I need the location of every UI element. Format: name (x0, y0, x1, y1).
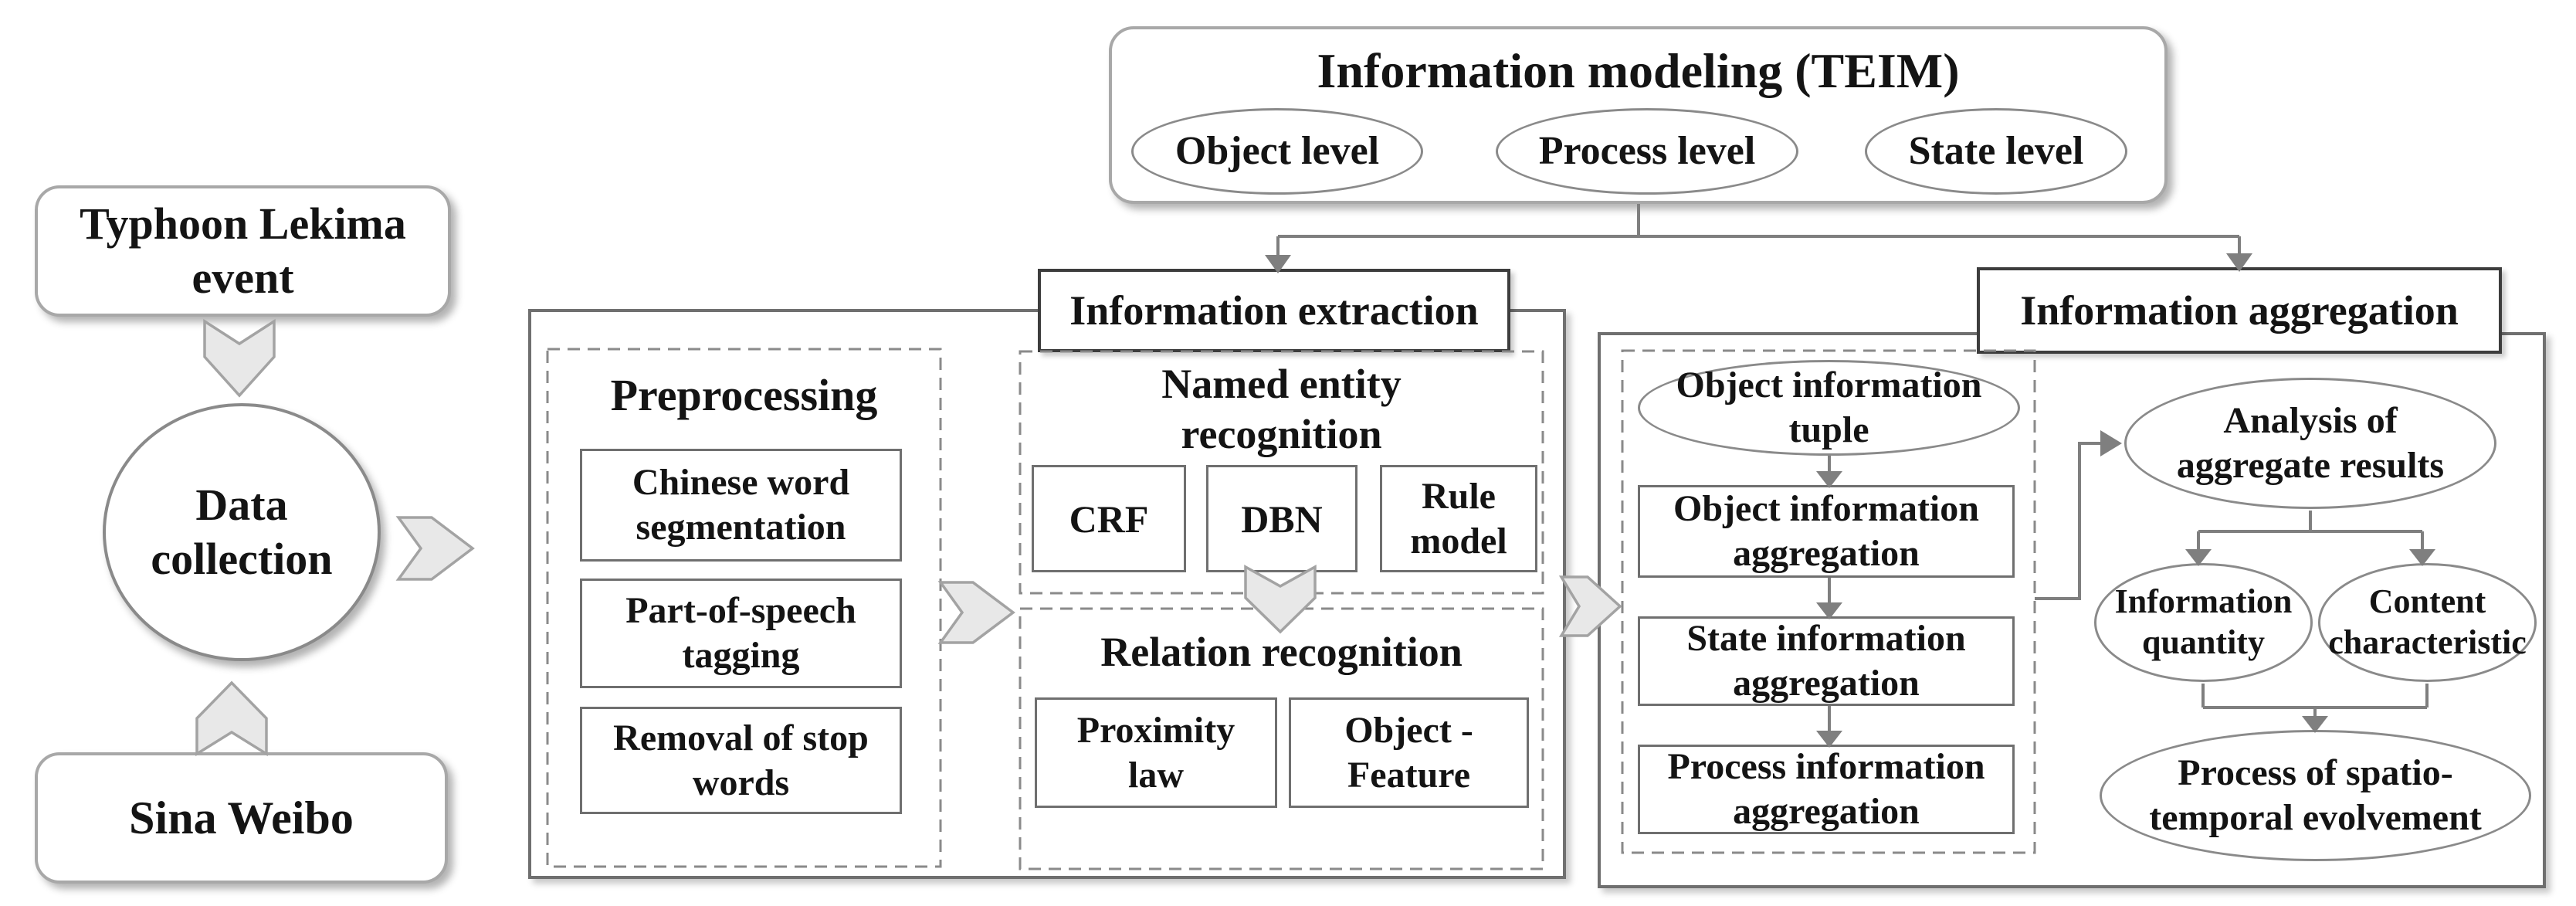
proximity-law-node: Proximity law (1035, 697, 1277, 808)
information-extraction-label: Information extraction (1038, 269, 1510, 352)
object-feature-node: Object - Feature (1289, 697, 1529, 808)
arrow-event-to-collection (203, 318, 276, 398)
typhoon-event-node: Typhoon Lekima event (35, 185, 451, 317)
arrow-weibo-to-collection (195, 680, 268, 757)
spatio-temporal-evolvement-node: Process of spatio- temporal evolvement (2100, 730, 2531, 861)
state-information-aggregation-node: State information aggregation (1638, 616, 2015, 706)
removal-of-stop-words-node: Removal of stop words (580, 707, 902, 814)
information-aggregation-label: Information aggregation (1977, 267, 2502, 354)
state-level-node: State level (1865, 108, 2127, 195)
process-level-node: Process level (1496, 108, 1798, 195)
object-information-aggregation-node: Object information aggregation (1638, 485, 2015, 578)
arrow-collection-to-extraction (395, 516, 475, 581)
content-characteristic-node: Content characteristic (2318, 563, 2537, 682)
object-level-node: Object level (1131, 108, 1423, 195)
information-quantity-node: Information quantity (2094, 563, 2313, 682)
process-information-aggregation-node: Process information aggregation (1638, 745, 2015, 834)
part-of-speech-tagging-node: Part-of-speech tagging (580, 579, 902, 688)
dbn-node: DBN (1206, 465, 1357, 572)
chinese-word-segmentation-node: Chinese word segmentation (580, 449, 902, 562)
analysis-of-aggregate-results-node: Analysis of aggregate results (2124, 378, 2496, 509)
object-information-tuple-node: Object information tuple (1638, 360, 2020, 456)
named-entity-recognition-title: Named entity recognition (1161, 361, 1402, 457)
relation-recognition-title: Relation recognition (1100, 628, 1463, 675)
rule-model-node: Rule model (1380, 465, 1537, 572)
data-collection-node: Data collection (103, 403, 381, 661)
information-modeling-title: Information modeling (TEIM) (1317, 42, 1960, 98)
preprocessing-title: Preprocessing (610, 370, 878, 421)
sina-weibo-node: Sina Weibo (35, 752, 448, 884)
teim-branch-connector (1276, 204, 2241, 255)
crf-node: CRF (1032, 465, 1186, 572)
